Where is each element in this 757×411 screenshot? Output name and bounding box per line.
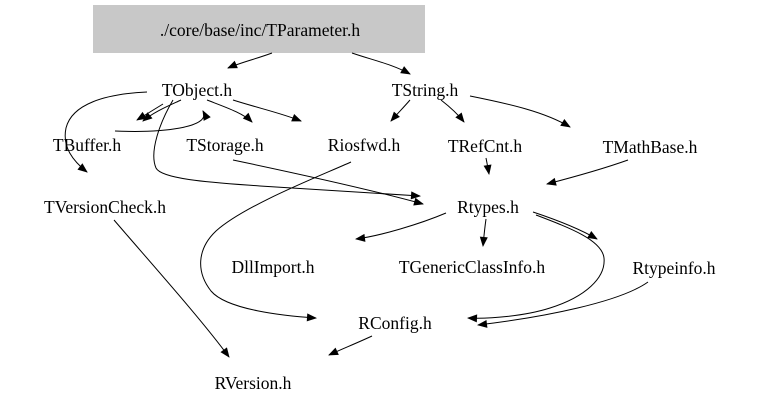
edge-tstring-to-riosfwd <box>390 99 411 122</box>
edge-rconfig-to-rversion <box>328 335 373 356</box>
node-tparameter: ./core/base/inc/TParameter.h <box>160 20 360 40</box>
edge-tobject-to-tversioncheck <box>64 91 148 173</box>
edge-tbuffer-to-tobject <box>114 110 211 132</box>
edge-tobject-to-tbuffer <box>142 99 182 122</box>
edge-riosfwd-to-rconfig <box>200 161 352 322</box>
node-rversion[interactable]: RVersion.h <box>215 373 292 393</box>
edge-rtypes-to-tgenericclassinfo <box>479 218 488 247</box>
edge-rtypeinfo-to-rconfig <box>477 281 649 328</box>
edge-tstorage-to-rtypes <box>232 159 424 206</box>
node-tstorage[interactable]: TStorage.h <box>186 135 264 155</box>
node-tversioncheck[interactable]: TVersionCheck.h <box>44 197 166 217</box>
node-rconfig[interactable]: RConfig.h <box>358 313 432 333</box>
node-riosfwd[interactable]: Riosfwd.h <box>328 135 401 155</box>
edge-tparameter-to-tobject <box>227 52 273 69</box>
node-tmathbase[interactable]: TMathBase.h <box>603 137 698 157</box>
edge-tmathbase-to-rtypes <box>546 159 629 186</box>
edge-tstring-to-tmathbase <box>469 95 571 128</box>
edge-tobject-to-tstorage <box>206 99 253 123</box>
edge-rtypes-to-dllimport <box>355 212 447 242</box>
edge-tstring-to-trefcnt <box>440 99 465 123</box>
edge-trefcnt-to-rtypes <box>483 157 492 175</box>
edge-tversioncheck-to-rversion <box>113 219 230 358</box>
edge-tobject-to-riosfwd <box>232 99 302 122</box>
node-rtypeinfo[interactable]: Rtypeinfo.h <box>632 258 715 278</box>
edge-rtypes-to-rtypeinfo <box>532 211 598 240</box>
root-node-box <box>93 5 425 53</box>
edge-rtypes-to-rconfig <box>467 214 605 323</box>
node-rtypes[interactable]: Rtypes.h <box>457 197 519 217</box>
node-tstring[interactable]: TString.h <box>392 80 459 100</box>
node-tobject[interactable]: TObject.h <box>162 80 232 100</box>
edge-tobject-to-rtypes <box>153 99 421 200</box>
node-tbuffer[interactable]: TBuffer.h <box>53 135 121 155</box>
node-trefcnt[interactable]: TRefCnt.h <box>448 136 523 156</box>
node-dllimport[interactable]: DllImport.h <box>231 257 314 277</box>
edge-tobject-to-tbuffer-overlap <box>136 103 164 121</box>
node-tgenericclassinfo[interactable]: TGenericClassInfo.h <box>399 257 546 277</box>
edge-tparameter-to-tstring <box>351 52 411 75</box>
